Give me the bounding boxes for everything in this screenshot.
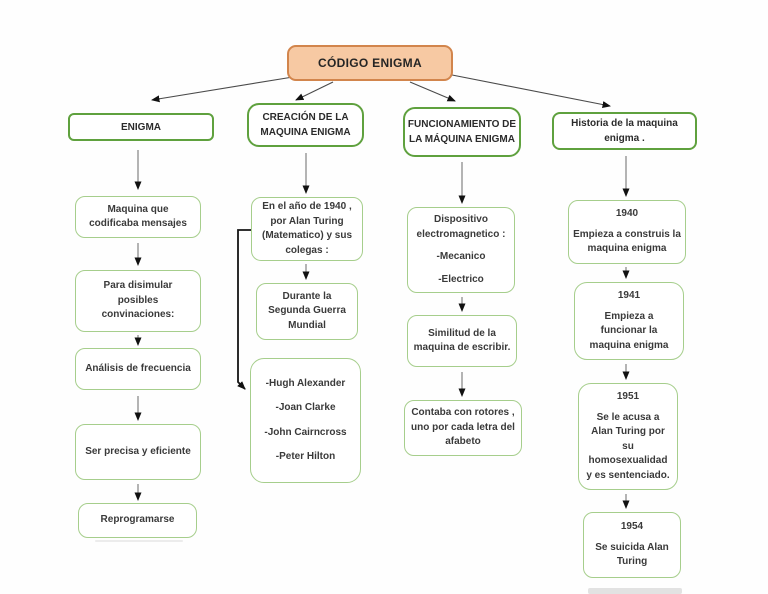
node-1951: 1951 Se le acusa a Alan Turing por su ho… xyxy=(578,383,678,490)
scan-artifact-bottom xyxy=(588,588,682,594)
root-node-codigo-enigma: CÓDIGO ENIGMA xyxy=(287,45,453,81)
node-analisis-frecuencia: Análisis de frecuencia xyxy=(75,348,201,390)
node-colegas-list: -Hugh Alexander -Joan Clarke -John Cairn… xyxy=(250,358,361,483)
header-historia: Historia de la maquina enigma . xyxy=(552,112,697,150)
node-ano-1940-turing: En el año de 1940 , por Alan Turing (Mat… xyxy=(251,197,363,261)
scan-artifact-left xyxy=(95,540,183,542)
header-enigma: ENIGMA xyxy=(68,113,214,141)
node-1940: 1940 Empieza a construis la maquina enig… xyxy=(568,200,686,264)
header-creacion: CREACIÓN DE LA MAQUINA ENIGMA xyxy=(247,103,364,147)
node-rotores: Contaba con rotores , uno por cada letra… xyxy=(404,400,522,456)
header-funcionamiento: FUNCIONAMIENTO DE LA MÁQUINA ENIGMA xyxy=(403,107,521,157)
node-dispositivo: Dispositivo electromagnetico : -Mecanico… xyxy=(407,207,515,293)
node-para-disimular: Para disimular posibles convinaciones: xyxy=(75,270,201,332)
node-similitud: Similitud de la maquina de escribir. xyxy=(407,315,517,367)
node-reprogramarse: Reprogramarse xyxy=(78,503,197,538)
node-segunda-guerra: Durante la Segunda Guerra Mundial xyxy=(256,283,358,340)
node-maquina-codificaba: Maquina que codificaba mensajes xyxy=(75,196,201,238)
node-ser-precisa: Ser precisa y eficiente xyxy=(75,424,201,480)
node-1941: 1941 Empieza a funcionar la maquina enig… xyxy=(574,282,684,360)
root-node-label: CÓDIGO ENIGMA xyxy=(318,56,422,70)
node-1954: 1954 Se suicida Alan Turing xyxy=(583,512,681,578)
